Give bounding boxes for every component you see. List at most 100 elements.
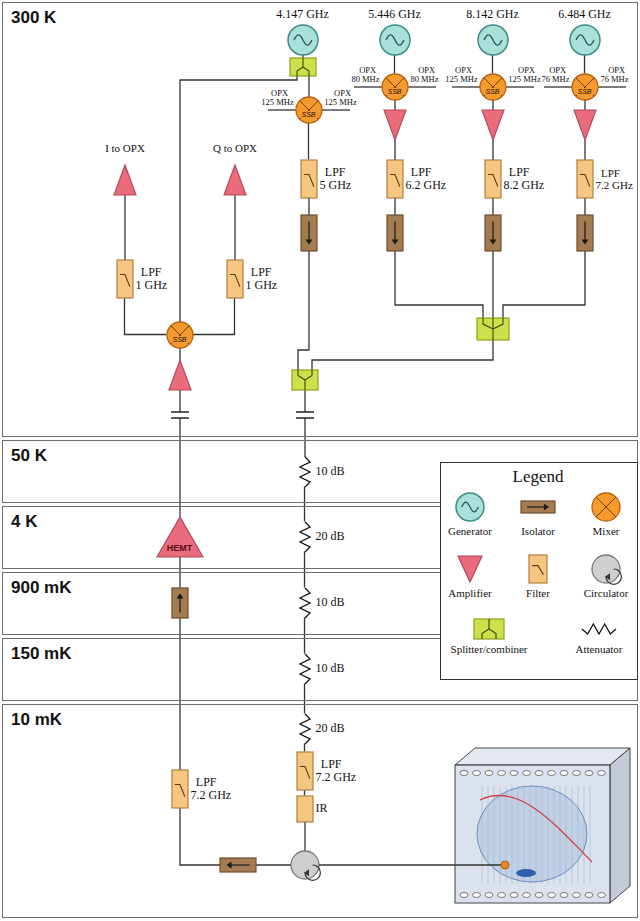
wire <box>395 251 483 318</box>
wire <box>268 109 296 110</box>
stage-label: 150 mK <box>11 644 71 664</box>
filter-block: LPF 7.2 GHz <box>297 752 313 790</box>
mixer-circle <box>480 74 506 100</box>
wire <box>354 86 382 87</box>
circulator-arc <box>606 569 621 584</box>
mixer-circle <box>296 97 322 123</box>
isolator-box <box>521 501 555 513</box>
attenuator: 20 dB <box>297 714 313 744</box>
attenuator-zigzag <box>300 457 310 487</box>
isolator-arrowhead <box>226 862 231 869</box>
component-label: LPF 6.2 GHz <box>406 165 449 191</box>
isolator-arrowhead <box>392 240 399 245</box>
legend-sample <box>592 555 621 584</box>
wire <box>319 864 505 865</box>
stage-label: 10 mK <box>11 710 62 730</box>
signal-line <box>304 684 305 714</box>
stage-label: 50 K <box>11 446 47 466</box>
wire <box>304 418 305 457</box>
stage-label: 300 K <box>11 8 56 28</box>
mixer-circle <box>592 493 620 521</box>
wire <box>584 100 585 110</box>
component-label: LPF 7.2 GHz <box>316 757 359 783</box>
splitter-lines <box>297 58 309 76</box>
wire <box>584 198 585 215</box>
wire <box>304 822 305 851</box>
filter-block: LPF 6.2 GHz <box>387 160 403 198</box>
component-label: LPF 7.2 GHz <box>596 166 636 190</box>
legend-sample <box>529 555 547 583</box>
signal-line <box>394 55 395 74</box>
mounting-hole <box>560 771 568 776</box>
mounting-hole <box>485 893 493 898</box>
signal-line <box>308 123 309 160</box>
signal-label: OPX 125 MHz <box>507 66 542 85</box>
splitter-box <box>290 58 316 76</box>
legend-title: Legend <box>513 468 564 487</box>
symbol <box>570 25 600 55</box>
lowpass-glyph <box>389 174 399 186</box>
lowpass-glyph <box>487 174 497 186</box>
component-label: 10 dB <box>316 465 345 478</box>
isolator-arrow <box>527 506 545 507</box>
mixer-cross <box>299 100 317 118</box>
symbol <box>382 74 408 100</box>
signal-label: Q to OPX <box>213 142 257 154</box>
wire <box>180 808 220 865</box>
component-label: 20 dB <box>316 530 345 543</box>
mounting-hole <box>523 771 531 776</box>
signal-label: OPX 80 MHz <box>350 66 381 85</box>
wire <box>179 390 180 412</box>
sine-wave <box>386 34 404 45</box>
component-label: 10 dB <box>316 662 345 675</box>
isolator-arrowhead <box>582 240 589 245</box>
signal-label: OPX 125 MHz <box>444 66 479 85</box>
legend-entry: Circulator <box>584 587 629 599</box>
symbol <box>480 74 506 100</box>
splitter-lines <box>298 370 312 390</box>
filter-box <box>485 160 501 198</box>
temperature-stage: 20 dBLPF 7.2 GHzIRLPF 7.2 GHz10 mK <box>2 704 638 918</box>
legend-sample <box>521 501 555 513</box>
symbol <box>117 260 133 298</box>
legend-entry: Isolator <box>521 525 555 537</box>
lowpass-glyph <box>303 174 313 186</box>
mounting-hole <box>460 893 468 898</box>
isolator-box <box>220 858 256 872</box>
amplifier-triangle <box>224 165 246 195</box>
attenuator: 20 dB <box>297 522 313 552</box>
generator-circle <box>570 25 600 55</box>
legend-sample <box>592 493 620 521</box>
dc-block-capacitor <box>171 412 189 418</box>
dc-block-capacitor <box>296 412 314 418</box>
wire <box>180 76 297 322</box>
signal-line <box>304 790 305 796</box>
sine-wave <box>484 34 502 45</box>
field-curve <box>480 795 592 862</box>
lowpass-glyph <box>299 766 309 778</box>
mounting-hole <box>598 771 606 776</box>
legend-entry: Generator <box>448 525 492 537</box>
amplifier-triangle <box>574 110 596 140</box>
wire <box>304 390 305 412</box>
component-label: 20 dB <box>316 722 345 735</box>
wire <box>322 109 350 110</box>
signal-line <box>304 618 305 654</box>
signal-generator: 6.484 GHz <box>570 25 600 55</box>
signal-label: OPX 125 MHz <box>260 89 295 108</box>
mounting-hole <box>498 771 506 776</box>
wire <box>503 251 585 318</box>
legend-sample <box>456 493 484 521</box>
filter-box <box>297 752 313 790</box>
wire <box>124 195 125 260</box>
connectors <box>125 55 585 796</box>
mixer-cross <box>575 77 593 95</box>
wire <box>408 86 436 87</box>
splitter-box <box>292 370 318 390</box>
component-label: HEMT <box>167 543 193 553</box>
isolator-arrow <box>308 221 309 240</box>
wire <box>312 340 493 370</box>
isolator-arrowhead <box>306 240 313 245</box>
splitter-box <box>477 318 509 340</box>
isolator-arrowhead <box>544 504 549 511</box>
